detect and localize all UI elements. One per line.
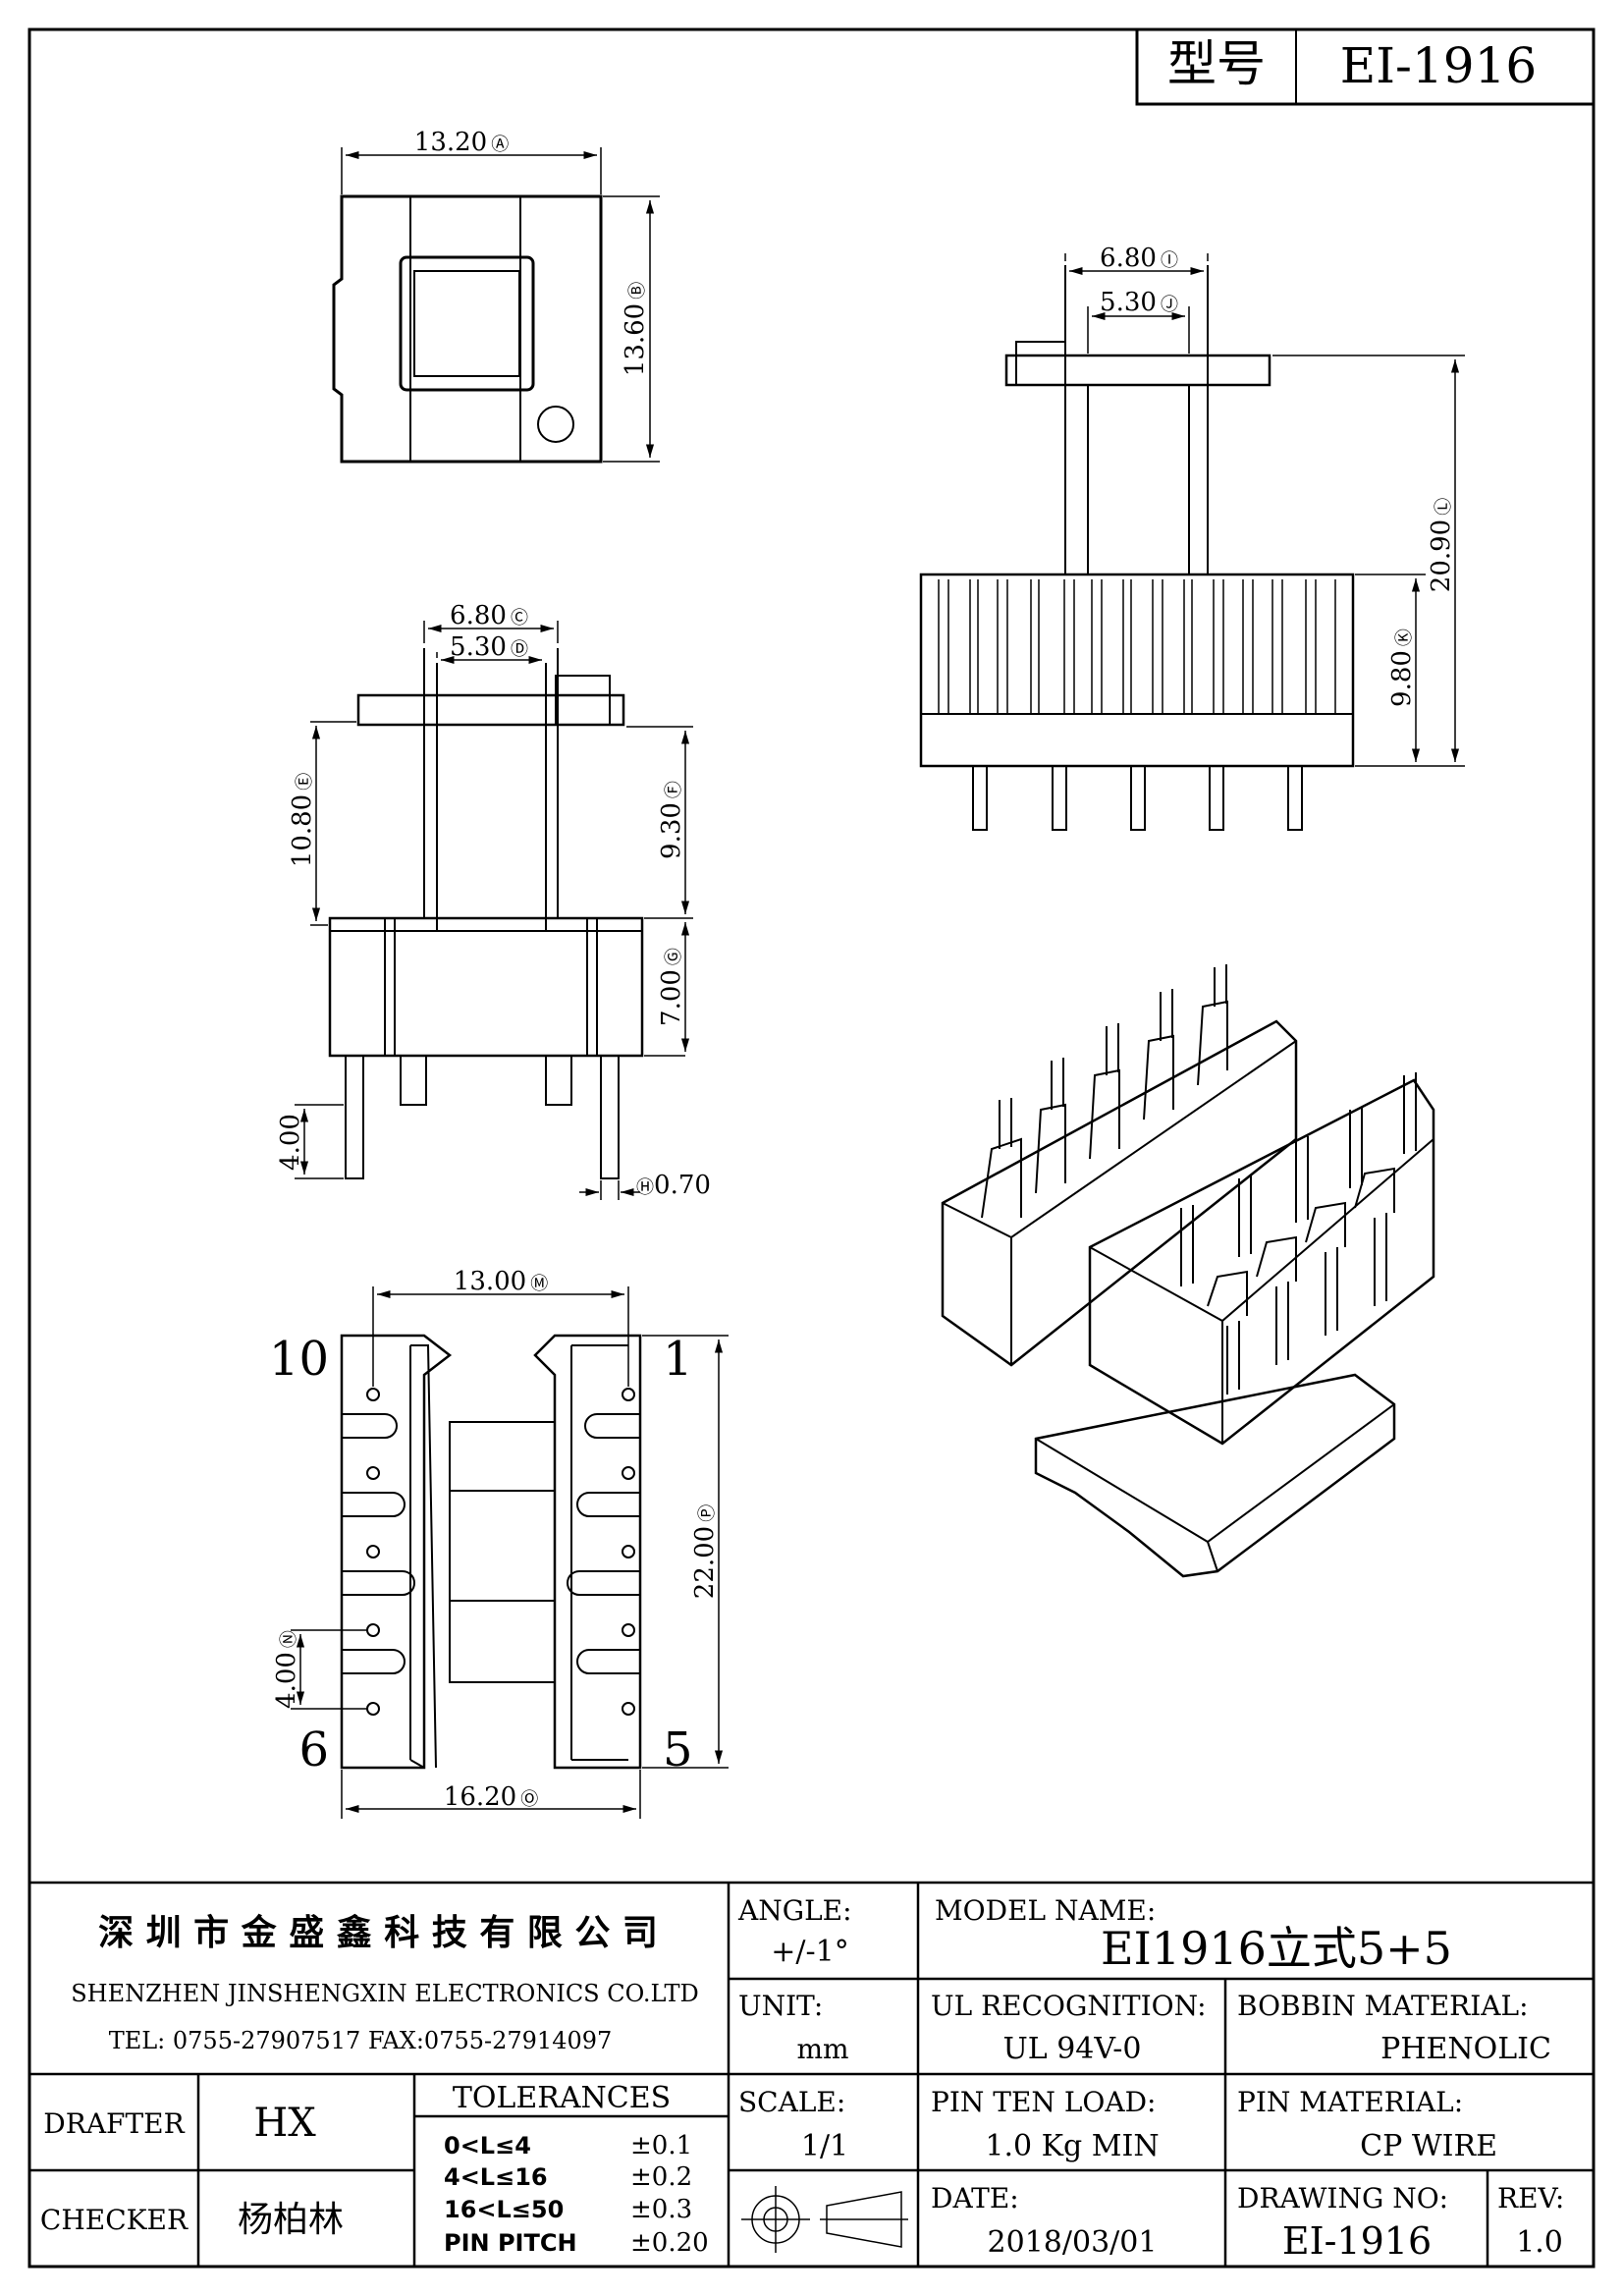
dim-9-80: 9.80Ⓚ [1387, 629, 1417, 707]
tolerance-value-4: ±0.20 [630, 2228, 709, 2258]
company-en: SHENZHEN JINSHENGXIN ELECTRONICS CO.LTD [71, 1980, 699, 2007]
drafter-value: HX [253, 2101, 316, 2146]
company-cn: 深 圳 市 金 盛 鑫 科 技 有 限 公 司 [98, 1912, 658, 1953]
angle-value: +/-1° [771, 1935, 848, 1969]
model-header: 型号 EI-1916 [1135, 27, 1596, 106]
dim-7-00: 7.00Ⓖ [657, 948, 686, 1026]
pin-load-label: PIN TEN LOAD: [931, 2086, 1156, 2118]
drafter-label: DRAFTER [43, 2107, 185, 2140]
drawing-no-label: DRAWING NO: [1237, 2182, 1448, 2214]
dim-4-00-pin: 4.00 [276, 1114, 305, 1171]
side-view-fins [938, 579, 1336, 714]
tolerance-range-3: 16<L≤50 [444, 2196, 564, 2223]
dim-0-70: Ⓗ0.70 [636, 1171, 711, 1200]
pin-label-6: 6 [298, 1722, 329, 1777]
date-label: DATE: [931, 2182, 1019, 2214]
ul-label: UL RECOGNITION: [931, 1990, 1207, 2022]
model-name-label: MODEL NAME: [935, 1894, 1156, 1927]
unit-label: UNIT: [738, 1990, 823, 2022]
date-value: 2018/03/01 [988, 2225, 1158, 2260]
isometric-view [941, 964, 1435, 1578]
bobbin-value: PHENOLIC [1380, 2032, 1551, 2066]
rev-label: REV: [1497, 2182, 1564, 2214]
front-view [295, 621, 693, 1200]
tolerance-range-2: 4<L≤16 [444, 2163, 548, 2191]
scale-value: 1/1 [801, 2129, 848, 2163]
dim-4-00-pitch: 4.00Ⓝ [272, 1630, 301, 1709]
checker-label: CHECKER [40, 2204, 189, 2236]
dim-9-30: 9.30Ⓕ [657, 781, 686, 859]
bobbin-label: BOBBIN MATERIAL: [1237, 1990, 1529, 2022]
angle-label: ANGLE: [737, 1894, 852, 1927]
tolerances-label: TOLERANCES [453, 2081, 671, 2115]
tolerance-range-4: PIN PITCH [444, 2229, 577, 2257]
pin-material-value: CP WIRE [1360, 2129, 1497, 2163]
dim-22-00: 22.00Ⓟ [690, 1504, 720, 1599]
unit-value: mm [796, 2033, 848, 2065]
tolerance-value-1: ±0.1 [630, 2131, 692, 2160]
pin-load-value: 1.0 Kg MIN [985, 2129, 1159, 2163]
dim-13-60: 13.60Ⓑ [621, 282, 650, 376]
model-name-value: EI1916立式5+5 [1101, 1922, 1452, 1975]
bottom-view [291, 1286, 729, 1819]
pin-material-label: PIN MATERIAL: [1237, 2086, 1463, 2118]
header-model: EI-1916 [1340, 37, 1537, 94]
tolerance-range-1: 0<L≤4 [444, 2132, 531, 2159]
dim-20-90: 20.90Ⓛ [1427, 498, 1456, 592]
drawing-no-value: EI-1916 [1282, 2219, 1432, 2263]
tolerance-value-3: ±0.3 [630, 2195, 692, 2224]
rev-value: 1.0 [1516, 2225, 1563, 2260]
projection-symbol [741, 2186, 908, 2253]
title-block-grid [29, 1881, 1594, 2267]
pin-label-5: 5 [663, 1722, 693, 1777]
dim-10-80: 10.80Ⓔ [288, 773, 317, 867]
pin-label-10: 10 [269, 1332, 329, 1387]
side-view [919, 253, 1465, 831]
ul-value: UL 94V-0 [1002, 2032, 1141, 2066]
pin-label-1: 1 [663, 1332, 693, 1387]
drawing-border [27, 27, 1596, 2269]
top-view [332, 147, 660, 464]
tolerance-value-2: ±0.2 [630, 2162, 692, 2192]
checker-value: 杨柏林 [238, 2200, 344, 2240]
company-contact: TEL: 0755-27907517 FAX:0755-27914097 [109, 2027, 613, 2054]
scale-label: SCALE: [738, 2086, 845, 2118]
type-label: 型号 [1167, 35, 1266, 92]
